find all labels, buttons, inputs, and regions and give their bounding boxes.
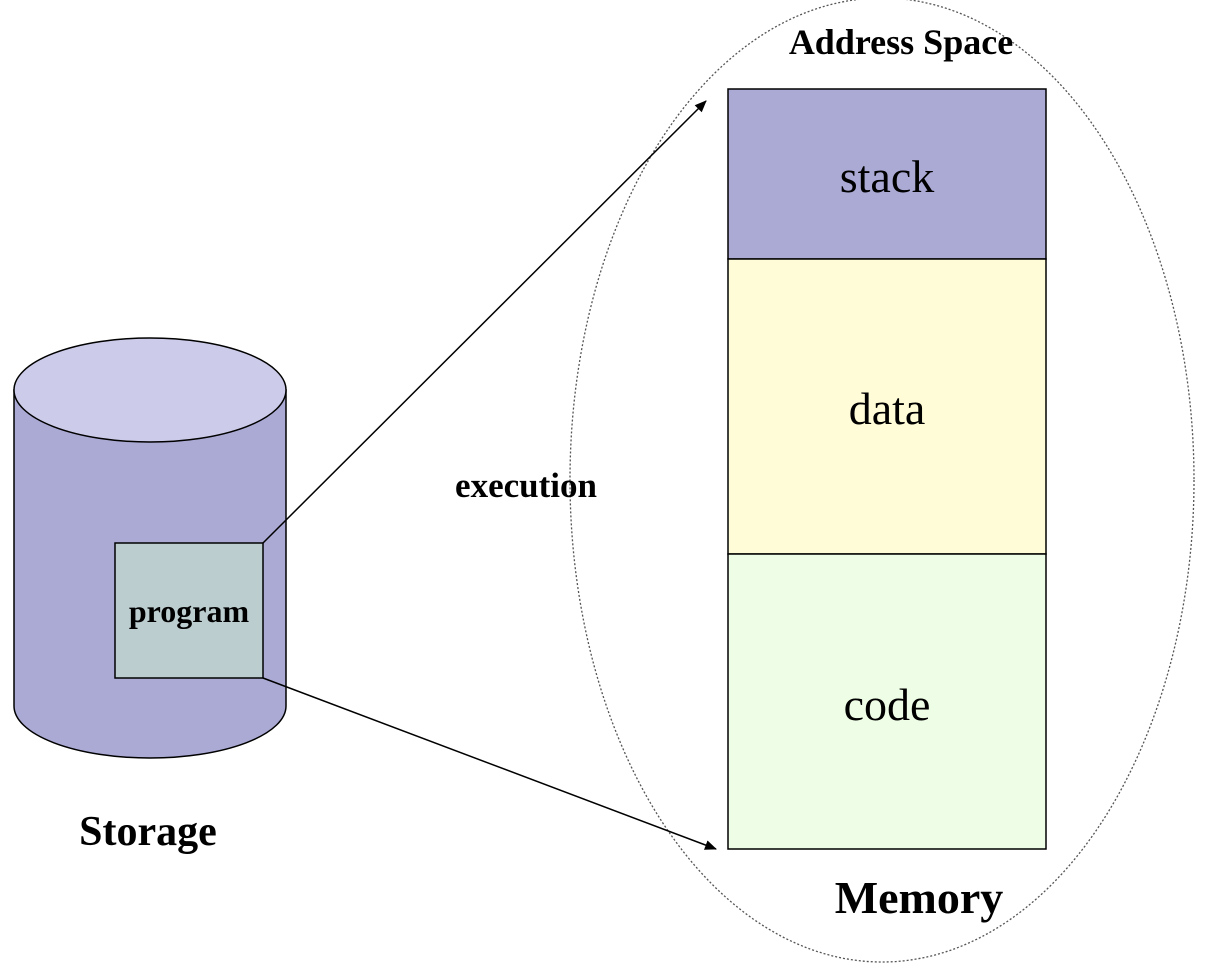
data-segment (727, 258, 1047, 555)
code-segment (727, 553, 1047, 850)
stack-segment (727, 88, 1047, 260)
program-box (114, 542, 264, 679)
cylinder-top (13, 337, 287, 443)
address-space-ellipse (569, 0, 1195, 963)
execution-arrow-upper (262, 100, 707, 544)
execution-label: execution (455, 466, 597, 505)
stack-label: stack (840, 151, 935, 202)
program-label: program (129, 593, 250, 629)
storage-label: Storage (79, 809, 217, 855)
code-label: code (844, 679, 931, 730)
memory-label: Memory (835, 872, 1004, 923)
data-label: data (849, 383, 926, 434)
address-space-title: Address Space (789, 22, 1013, 62)
execution-arrow-lower (262, 677, 717, 850)
